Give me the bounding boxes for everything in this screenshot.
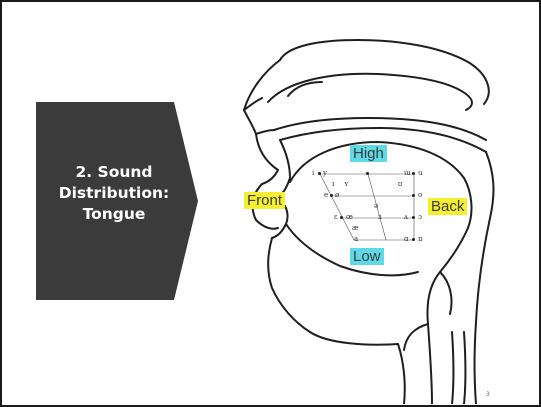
vowel-symbol: ʏ (344, 180, 349, 188)
label-front: Front (244, 192, 285, 209)
label-high: High (350, 145, 387, 162)
vowel-symbol: e (324, 191, 328, 199)
vowel-symbol: o (418, 191, 422, 199)
vowel-symbol: œ (346, 213, 353, 221)
vowel-dot (340, 216, 343, 219)
vowel-symbol: ɛ (334, 213, 338, 221)
vowel-symbol: ɑ (404, 235, 408, 243)
section-title-pentagon: 2. Sound Distribution: Tongue (36, 102, 198, 300)
vowel-dot (366, 172, 369, 175)
vowel-dot (412, 238, 415, 241)
vowel-symbol: ə (374, 202, 378, 210)
label-back: Back (428, 198, 467, 215)
vowel-symbol: ɪ (332, 180, 334, 188)
vowel-symbol: a (354, 235, 358, 243)
page-number: 3 (486, 391, 490, 398)
section-title: 2. Sound Distribution: Tongue (50, 162, 178, 225)
vowel-symbol: y (323, 169, 327, 177)
vowel-chart-grid (228, 32, 508, 404)
vowel-symbol: ɜ (378, 213, 382, 221)
vowel-symbol: ʌ (404, 213, 408, 221)
vowel-symbol: u (418, 169, 423, 177)
label-low: Low (350, 248, 384, 265)
vowel-dot (330, 194, 333, 197)
vowel-symbol: i (312, 169, 314, 177)
vowel-symbol: ɔ (418, 213, 422, 221)
vowel-symbol: ø (335, 191, 339, 199)
vowel-symbol: ɯ (404, 169, 411, 177)
vowel-dot (318, 172, 321, 175)
head-cross-section-diagram: i y ɪ ʏ e ø ə ɛ œ ɜ ʌ ɔ æ ɑ ɒ ɯ u ʊ o a … (228, 32, 508, 407)
vowel-dot (412, 172, 415, 175)
vowel-dot (412, 216, 415, 219)
vowel-symbol: ɒ (418, 235, 422, 243)
vowel-dot (412, 194, 415, 197)
vowel-symbol: æ (352, 224, 359, 232)
vowel-symbol: ʊ (398, 180, 402, 188)
